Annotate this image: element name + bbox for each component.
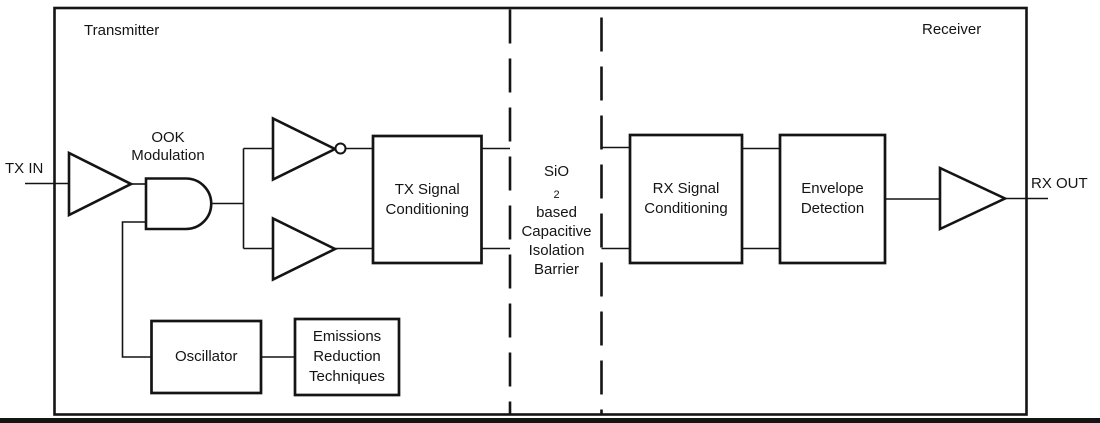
isolation-barrier-line3: Isolation (528, 241, 585, 259)
and-gate (144, 177, 213, 231)
wire-oscillator-to-and-gate (121, 221, 152, 358)
tx-in-port-label: TX IN (5, 160, 44, 177)
rx-out-port-label: RX OUT (1031, 175, 1088, 192)
isolation-barrier-label: SiO 2 based Capacitive Isolation Barrier (503, 163, 610, 279)
rx-signal-conditioning-box (628, 133, 744, 265)
rx-sc-line1: RX Signal (652, 180, 720, 197)
oscillator-label: Oscillator (152, 321, 262, 393)
wires (25, 146, 1048, 358)
receiver-section-label: Receiver (922, 21, 982, 38)
emissions-line1: Emissions (312, 328, 382, 345)
oscillator-box (150, 319, 263, 395)
ook-modulation-label: OOK Modulation (118, 129, 218, 165)
sio-subscript: 2 (553, 188, 560, 201)
inverter-bubble (334, 142, 347, 155)
emissions-reduction-box (293, 317, 401, 397)
rx-sc-line2: Conditioning (644, 200, 728, 217)
tx-sc-line1: TX Signal (394, 180, 460, 198)
rx-output-buffer-triangle (938, 165, 1009, 232)
tx-signal-conditioning-label: TX Signal Conditioning (373, 136, 482, 263)
tx-sc-line2: Conditioning (385, 200, 469, 218)
isolation-barrier-line2: Capacitive (521, 223, 592, 241)
device-outline-box (53, 6, 1028, 416)
oscillator-text: Oscillator (174, 348, 238, 365)
emissions-reduction-label: Emissions Reduction Techniques (295, 319, 399, 395)
ook-modulation-line1: OOK (151, 129, 185, 146)
envelope-detection-label: Envelope Detection (780, 135, 885, 263)
envelope-detection-box (778, 133, 887, 265)
tx-signal-conditioning-box (371, 134, 483, 265)
envelope-line2: Detection (800, 200, 865, 217)
emissions-line3: Techniques (309, 368, 385, 385)
transmitter-section-label: Transmitter (84, 22, 160, 39)
inverter-triangle (271, 116, 338, 182)
isolation-barrier-line1: SiO 2 based (503, 163, 610, 223)
bottom-rule-bar (0, 418, 1100, 423)
sio-text: SiO (543, 163, 569, 180)
rx-signal-conditioning-label: RX Signal Conditioning (630, 135, 742, 263)
emissions-line2: Reduction (313, 348, 381, 365)
buffer-triangle (271, 216, 338, 282)
envelope-line1: Envelope (801, 180, 864, 197)
ook-modulation-line2: Modulation (131, 147, 205, 164)
tx-input-buffer-triangle (67, 150, 134, 218)
based-text: based (536, 204, 577, 222)
isolation-barrier-line4: Barrier (533, 260, 579, 278)
